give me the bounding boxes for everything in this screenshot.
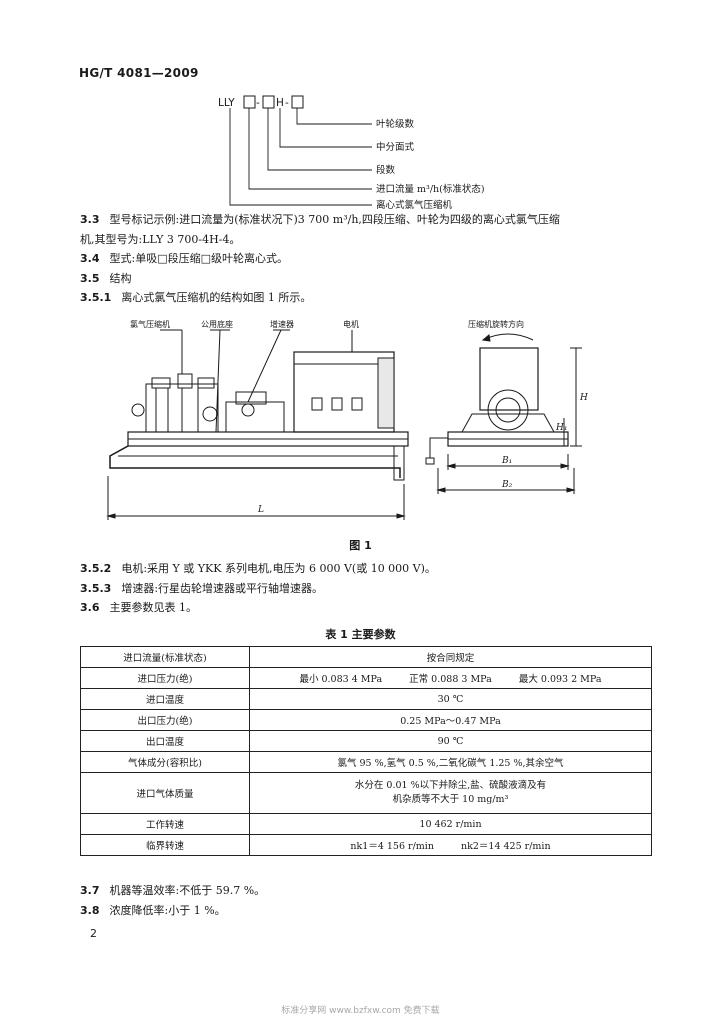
table-row: 出口压力(绝) 0.25 MPa～0.47 MPa bbox=[80, 709, 652, 731]
end-view bbox=[425, 333, 582, 494]
label-sections: 段数 bbox=[376, 164, 396, 176]
table-row: 气体成分(容积比) 氯气 95 %,氢气 0.5 %,二氧化碳气 1.25 %,… bbox=[80, 751, 652, 773]
table-1-title: 表 1 主要参数 bbox=[325, 628, 396, 641]
code-h: H bbox=[276, 97, 284, 109]
label-compressor-type: 离心式氯气压缩机 bbox=[376, 199, 453, 211]
code-prefix: LLY bbox=[218, 97, 235, 109]
table-row: 进口压力(绝) 最小 0.083 4 MPa 正常 0.088 3 MPa 最大… bbox=[80, 667, 652, 689]
dimension-H1: H₁ bbox=[555, 423, 567, 433]
side-view bbox=[106, 329, 409, 520]
label-impeller-stages: 叶轮级数 bbox=[376, 118, 415, 130]
table-row: 进口温度 30 ℃ bbox=[80, 688, 652, 710]
label-inlet-flow: 进口流量 m³/h(标准状态) bbox=[376, 183, 485, 195]
code-box-sections bbox=[262, 95, 275, 109]
label-split-type: 中分面式 bbox=[376, 141, 415, 153]
label-rotation-direction: 压缩机旋转方向 bbox=[468, 319, 524, 329]
label-common-base: 公用底座 bbox=[201, 319, 233, 329]
figure-1-caption: 图 1 bbox=[349, 539, 372, 552]
dimension-L: L bbox=[257, 505, 264, 515]
table-row: 出口温度 90 ℃ bbox=[80, 730, 652, 752]
gearbox-body bbox=[225, 401, 285, 433]
code-box-flow bbox=[243, 95, 256, 109]
table-row: 工作转速 10 462 r/min bbox=[80, 813, 652, 835]
page-number: 2 bbox=[90, 927, 97, 940]
model-designation-diagram: LLY - H - 叶轮级数 中分面式 段数 进口流量 m³/h(标准状态) 离… bbox=[218, 95, 485, 211]
code-box-stages bbox=[291, 95, 304, 109]
dimension-B1: B₁ bbox=[501, 456, 512, 466]
label-gearbox: 增速器 bbox=[270, 319, 294, 329]
label-compressor: 氯气压缩机 bbox=[130, 319, 170, 329]
footer-watermark: 标准分享网 www.bzfxw.com 免费下载 bbox=[281, 1006, 440, 1016]
dimension-H: H bbox=[579, 393, 588, 403]
svg-text:-: - bbox=[256, 97, 260, 109]
table-row: 进口气体质量 水分在 0.01 %以下并除尘,盐、硫酸液滴及有 机杂质等不大于 … bbox=[80, 772, 652, 814]
standard-code-header: HG/T 4081—2009 bbox=[79, 66, 199, 80]
table-row: 进口流量(标准状态) 按合同规定 bbox=[80, 646, 652, 668]
svg-text:-: - bbox=[285, 97, 289, 109]
section-3-3-cont: 机,其型号为:LLY 3 700-4H-4。 bbox=[80, 233, 241, 246]
label-motor: 电机 bbox=[343, 319, 359, 329]
table-row: 临界转速 nk1＝4 156 r/min nk2＝14 425 r/min bbox=[80, 834, 652, 856]
dimension-B2: B₂ bbox=[501, 480, 513, 490]
table-1-main-parameters: 进口流量(标准状态) 按合同规定 进口压力(绝) 最小 0.083 4 MPa … bbox=[80, 646, 652, 856]
figure-1-compressor-structure: 氯气压缩机 公用底座 增速器 电机 L 压缩机旋转方向 H H₁ B₁ B₂ bbox=[106, 319, 588, 520]
